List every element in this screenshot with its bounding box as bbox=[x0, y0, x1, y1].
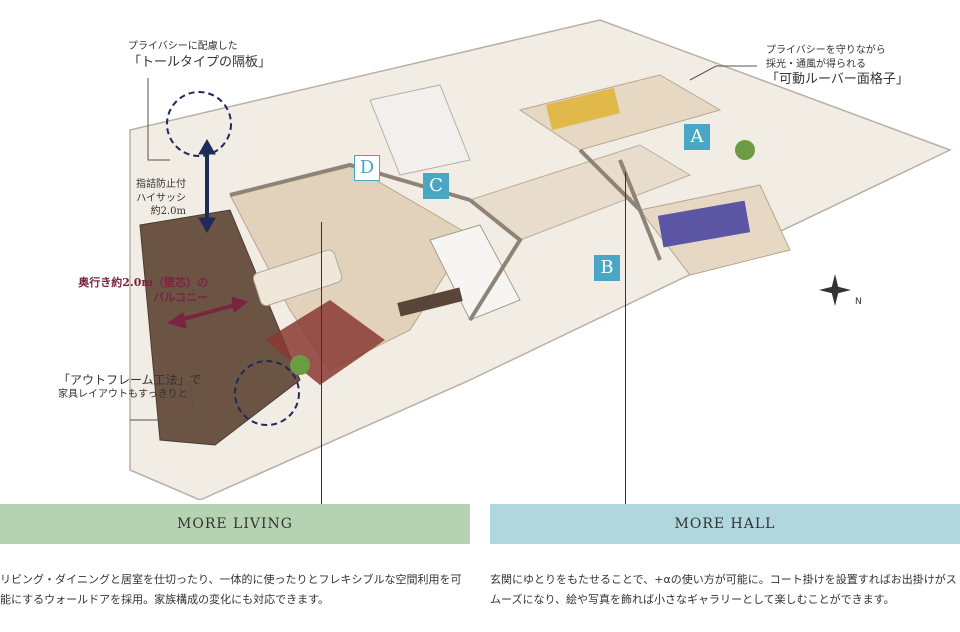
louver-callout-line3: 「可動ルーバー面格子」 bbox=[766, 72, 909, 87]
sash-callout-line2: ハイサッシ bbox=[136, 192, 186, 204]
outframe-callout-line2: 家具レイアウトもすっきりと bbox=[58, 389, 188, 401]
partition-callout-line2: 「トールタイプの隔板」 bbox=[128, 54, 272, 70]
balcony-callout-line1: 奥行き約2.0m（壁芯）の bbox=[78, 276, 208, 289]
partition-callout: プライバシーに配慮した 「トールタイプの隔板」 bbox=[128, 40, 271, 71]
dining-table bbox=[397, 287, 463, 317]
living-leader-line bbox=[321, 222, 322, 504]
balcony-depth-arrow bbox=[166, 296, 249, 329]
floor-plan-illustration: N bbox=[129, 19, 952, 500]
svg-text:N: N bbox=[855, 297, 862, 307]
louver-callout-line1: プライバシーを守りながら bbox=[766, 45, 886, 56]
louver-callout-line2: 採光・通風が得られる bbox=[766, 58, 866, 70]
sash-height-arrow bbox=[198, 138, 216, 234]
bed-a bbox=[545, 87, 621, 131]
building-slab bbox=[129, 19, 952, 500]
outframe-highlight-circle bbox=[234, 360, 300, 426]
plant bbox=[290, 355, 310, 375]
louver-callout: プライバシーを守りながら 採光・通風が得られる 「可動ルーバー面格子」 bbox=[766, 44, 909, 89]
more-living-banner: MORE LIVING bbox=[0, 504, 470, 544]
balcony-floor bbox=[139, 209, 301, 446]
callout-leaders bbox=[130, 65, 757, 421]
more-living-description: リビング・ダイニングと居室を仕切ったり、一体的に使ったりとフレキシブルな空間利用… bbox=[0, 573, 462, 606]
sash-callout-line3: 約2.0m bbox=[150, 206, 186, 217]
room-tag-b: B bbox=[594, 255, 620, 281]
sash-callout-line1: 指詰防止付 bbox=[136, 179, 186, 190]
bathroom-area bbox=[369, 84, 471, 176]
outframe-callout: 「アウトフレーム工法」で 家具レイアウトもすっきりと bbox=[58, 372, 202, 402]
balcony-callout: 奥行き約2.0m（壁芯）の バルコニー bbox=[30, 276, 208, 306]
outframe-callout-line1: 「アウトフレーム工法」で bbox=[58, 373, 202, 387]
room-tag-d: D bbox=[354, 155, 380, 181]
partition-callout-line1: プライバシーに配慮した bbox=[128, 41, 238, 52]
compass-icon: N bbox=[819, 274, 862, 307]
bed-b bbox=[657, 200, 751, 248]
more-hall-description: 玄関にゆとりをもたせることで、+αの使い方が可能に。コート掛けを設置すればお出掛… bbox=[490, 573, 957, 606]
balcony-callout-line2: バルコニー bbox=[153, 290, 208, 304]
bedroom-a-floor bbox=[518, 74, 722, 151]
room-tag-a: A bbox=[684, 124, 710, 150]
sash-callout: 指詰防止付 ハイサッシ 約2.0m bbox=[112, 178, 186, 219]
room-tag-c: C bbox=[423, 173, 449, 199]
plant bbox=[735, 140, 755, 160]
partition-highlight-circle bbox=[166, 91, 232, 157]
hall-leader-line bbox=[625, 172, 626, 504]
sofa bbox=[253, 249, 343, 307]
more-hall-banner: MORE HALL bbox=[490, 504, 960, 544]
